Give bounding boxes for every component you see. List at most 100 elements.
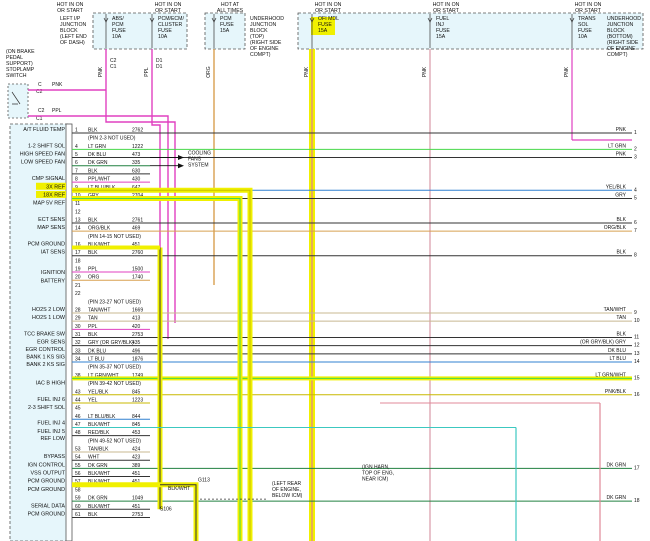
- pcm-pin-number: 55: [75, 463, 81, 469]
- switch-title: PEDAL: [6, 55, 23, 61]
- pcm-pin-number: 58: [75, 487, 81, 493]
- pcm-pin-label: HIGH SPEED FAN: [20, 152, 65, 158]
- wire-color-label: TAN/BLK: [88, 447, 109, 453]
- wire-color-label: DK GRN: [88, 496, 108, 502]
- fuse-symbol: [103, 17, 109, 23]
- ign-harness-note: (IGN HARN,: [362, 464, 390, 470]
- fuse-desc-text: (TOP): [250, 34, 264, 40]
- fuse-desc-text: 15A: [318, 28, 328, 34]
- fuse-desc-text: PCM/ECM/: [158, 16, 184, 22]
- circuit-number: 1749: [132, 373, 143, 379]
- not-used-note: (PIN 23-27 NOT USED): [88, 299, 141, 305]
- switch-wire-label: PNK: [52, 82, 63, 88]
- ref-path-18x: [72, 197, 241, 541]
- fuse-hot-label: OR START: [315, 8, 342, 14]
- wire-color-label: WHT: [88, 455, 99, 461]
- pcm-pin-label: FUEL INJ 5: [37, 429, 65, 435]
- fuse-hot-label: OR START: [57, 8, 84, 14]
- fuse-desc-text: OF ENGINE: [250, 46, 279, 52]
- switch-pin: C: [38, 82, 42, 88]
- connector-pin-number: 13: [634, 351, 640, 357]
- ground-wire-label: BLK/WHT: [168, 486, 190, 492]
- circuit-number: 473: [132, 152, 141, 158]
- pcm-pin-label: SERIAL DATA: [31, 503, 65, 509]
- connector-pin-number: 16: [634, 392, 640, 398]
- circuit-number: 1222: [132, 144, 143, 150]
- fuse-hot-label: ALL TIMES: [217, 8, 244, 14]
- fuse-pin-label: C2: [110, 58, 117, 64]
- right-wire-label: (OR GRY/BLK) GRY: [580, 340, 627, 346]
- pcm-pin-label: 3X REF: [46, 184, 66, 190]
- pcm-pin-number: 34: [75, 357, 81, 363]
- switch-pin: C2: [38, 108, 45, 114]
- pcm-pin-number: 17: [75, 250, 81, 256]
- fuse-desc-text: OF ENGINE: [607, 46, 636, 52]
- not-used-note: (PIN 35-37 NOT USED): [88, 365, 141, 371]
- pcm-pin-number: 18: [75, 258, 81, 264]
- wire-color-label: GRY (OR GRY/BLK): [88, 340, 134, 346]
- pcm-pin-number: 14: [75, 226, 81, 232]
- fuse-desc-text: 15A: [220, 28, 230, 34]
- wire-color-label: PPL/WHT: [88, 177, 110, 183]
- fuse-desc-text: COMPT): [250, 52, 271, 58]
- wire-color-label: DK BLU: [88, 348, 106, 354]
- wire-color-label: YEL: [88, 397, 98, 403]
- pcm-pin-number: 59: [75, 496, 81, 502]
- pcm-pin-label: IGNITION: [41, 270, 65, 276]
- switch-title: SWITCH: [6, 73, 27, 79]
- circuit-number: 630: [132, 168, 141, 174]
- connector-pin-number: 12: [634, 343, 640, 349]
- not-used-note: (PIN 14-15 NOT USED): [88, 234, 141, 240]
- connector-pin-number: 11: [634, 335, 639, 341]
- vertical-wire-label: ORG: [206, 66, 212, 78]
- fuse-desc-text: FUEL: [436, 16, 449, 22]
- circuit-number: 413: [132, 316, 141, 322]
- right-wire-label: YEL/BLK: [606, 184, 627, 190]
- wire-color-label: LT GRN/WHT: [88, 373, 119, 379]
- pcm-pin-label: HO2S 1 LOW: [32, 315, 66, 321]
- pcm-pin-label: HO2S 2 LOW: [32, 307, 66, 313]
- circuit-number: 1500: [132, 267, 143, 273]
- fuse-desc-text: UNDERHOOD: [607, 16, 641, 22]
- circuit-number: 423: [132, 455, 141, 461]
- fuse-desc-text: OF DASH): [60, 40, 85, 46]
- circuit-number: 451: [132, 242, 141, 248]
- wire-color-label: LT BLU: [88, 357, 105, 363]
- pcm-pin-number: 38: [75, 373, 81, 379]
- pcm-pin-number: 43: [75, 389, 81, 395]
- wire-color-label: TAN/WHT: [88, 307, 110, 313]
- wire-color-label: BLK: [88, 217, 98, 223]
- fuse-hot-label: HOT IN ON: [57, 2, 84, 8]
- switch-title: SUPPORT): [6, 61, 33, 67]
- circuit-number: 2761: [132, 217, 143, 223]
- wire-color-label: PPL: [88, 324, 98, 330]
- vertical-wire-label: PNK: [422, 66, 428, 77]
- wire-color-label: YEL/BLK: [88, 389, 109, 395]
- switch-pin: C2: [36, 89, 43, 95]
- circuit-number: 389: [132, 463, 141, 469]
- switch-wire-ppl: [28, 115, 169, 339]
- cooling-arrow-head: [178, 163, 184, 169]
- pcm-pin-label: PCM GROUND: [28, 511, 66, 517]
- connector-pin-number: 1: [634, 130, 637, 136]
- right-wire-label: LT GRN/WHT: [595, 372, 626, 378]
- ofi-fuse-highlight: [311, 17, 335, 35]
- wire-color-label: ORG/BLK: [88, 226, 111, 232]
- connector-pin-number: 10: [634, 318, 640, 324]
- pcm-pin-number: 29: [75, 316, 81, 322]
- pcm-pin-label: IAT SENS: [41, 250, 65, 256]
- fuse-desc-text: FUSE: [436, 28, 450, 34]
- fuse-desc-text: UNDERHOOD: [250, 16, 284, 22]
- right-wire-label: LT BLU: [610, 356, 627, 362]
- fuse-desc-text: FUSE: [578, 28, 592, 34]
- switch-title: (ON BRAKE: [6, 49, 35, 55]
- pcm-pin-label: EGR SENS: [37, 340, 65, 346]
- connector-pin-number: 5: [634, 195, 637, 201]
- right-wire-label: TAN/WHT: [604, 307, 626, 313]
- connector-pin-number: 4: [634, 187, 637, 193]
- right-wire-label: PNK/BLK: [605, 389, 627, 395]
- ground-location: (LEFT REAR: [272, 481, 301, 487]
- wire-color-label: TAN: [88, 316, 98, 322]
